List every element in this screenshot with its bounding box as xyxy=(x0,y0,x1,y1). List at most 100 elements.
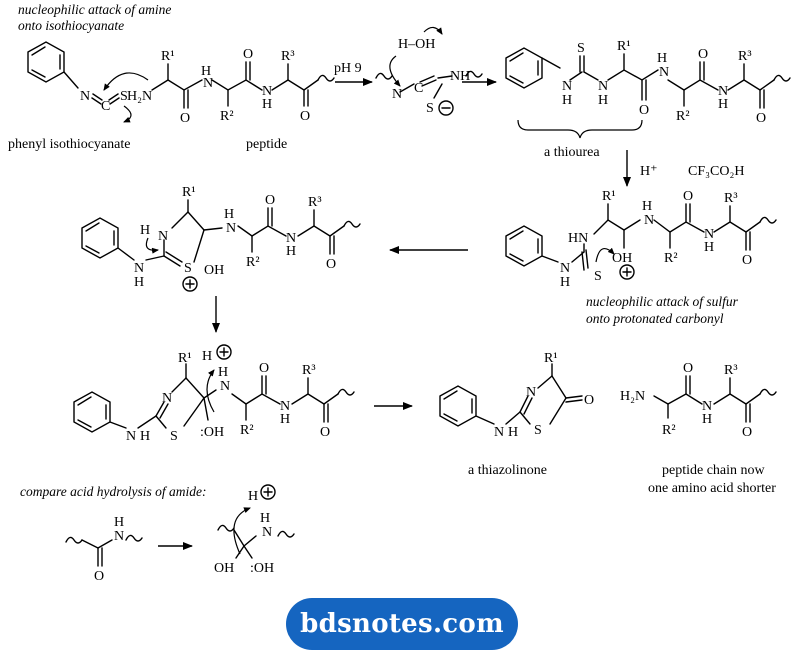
atom-s-isothiocyanate: S xyxy=(120,89,128,104)
caption-thiazolinone: a thiazolinone xyxy=(468,463,547,478)
label-r2-protonated: R² xyxy=(664,251,678,266)
phenyl-ring-4 xyxy=(81,217,135,261)
atom-s-intermediate: S xyxy=(426,101,434,116)
atom-oh-thiazoline: :OH xyxy=(200,425,224,440)
atom-ho-tetra: OH xyxy=(214,561,234,576)
atom-nh-thiourea-3a: H xyxy=(657,51,667,66)
cyclized-backbone xyxy=(145,199,361,267)
label-r2-peptide: R² xyxy=(220,109,234,124)
atom-s-thiazoline: S xyxy=(170,429,178,444)
phenyl-ring-5 xyxy=(73,391,127,433)
atom-h-thiazoline-2: H xyxy=(280,412,290,427)
caption-attack-sulfur-1: nucleophilic attack of sulfur xyxy=(586,294,739,309)
atom-nh-cyclized-a: H xyxy=(224,207,234,222)
caption-attack-amine-2: onto isothiocyanate xyxy=(18,18,124,33)
label-acid-reagents: CF₃CO₂H xyxy=(688,164,744,179)
caption-thiourea: a thiourea xyxy=(544,145,600,160)
caption-shorter-1: peptide chain now xyxy=(662,463,766,478)
label-r1-thiazolinone: R¹ xyxy=(544,351,558,366)
atom-n-thiazoline-exo: N xyxy=(126,429,136,444)
label-r1-protonated: R¹ xyxy=(602,189,616,204)
intermediate-zwitterion xyxy=(375,70,483,99)
label-h-plus-row3: H xyxy=(202,349,212,364)
atom-h-thiazoline-exo: H xyxy=(140,429,150,444)
label-r1-thiazoline: R¹ xyxy=(178,351,192,366)
peptide-shortened xyxy=(653,375,777,423)
bdsnotes-banner[interactable]: bdsnotes.com xyxy=(286,598,518,650)
amide-compare xyxy=(65,534,143,567)
protonated-backbone xyxy=(571,203,777,271)
atom-oh-cyclized: OH xyxy=(204,263,224,278)
caption-attack-sulfur-2: onto protonated carbonyl xyxy=(586,311,724,326)
label-r3-peptide: R³ xyxy=(281,49,295,64)
atom-n-cyclized-ring: N xyxy=(158,229,168,244)
phenyl-ring-6 xyxy=(439,385,495,427)
caption-phenyl-isothiocyanate: phenyl isothiocyanate xyxy=(8,137,130,152)
peptide-backbone-1 xyxy=(151,61,335,109)
label-r2-thiourea: R² xyxy=(676,109,690,124)
atom-h-cyclized-2: H xyxy=(286,244,296,259)
atom-n-tetra: N xyxy=(262,525,272,540)
atom-h-cyclized-exo: H xyxy=(134,275,144,290)
atom-o-thiourea-3: O xyxy=(756,111,766,126)
atom-n-thiazoline-2: N xyxy=(280,399,290,414)
atom-n-amide: N xyxy=(114,529,124,544)
thiourea-backbone xyxy=(569,53,791,109)
atom-o-cyclized-1: O xyxy=(265,193,275,208)
atom-oh-protonated: OH xyxy=(612,251,632,266)
atom-nh-peptide-1a: H xyxy=(201,64,211,79)
atom-n-thiazolinone-exo: N xyxy=(494,425,504,440)
atom-o-protonated-2: O xyxy=(742,253,752,268)
atom-n-cyclized-exo: N xyxy=(134,261,144,276)
label-r3-thiazoline: R³ xyxy=(302,363,316,378)
atom-o-peptide-2: O xyxy=(243,47,253,62)
atom-h-cyclized: H xyxy=(140,223,150,238)
atom-s-protonated: S xyxy=(594,269,602,284)
atom-nh-thiourea-3b: N xyxy=(659,65,669,80)
label-r3-cyclized: R³ xyxy=(308,195,322,210)
label-r2-cyclized: R² xyxy=(246,255,260,270)
atom-h2n-peptide: H₂N xyxy=(127,89,152,104)
atom-o-peptide-3: O xyxy=(300,109,310,124)
atom-nh-protonated-a: H xyxy=(642,199,652,214)
atom-n-protonated-2: N xyxy=(704,227,714,242)
atom-nh-cyclized-b: N xyxy=(226,221,236,236)
thiazolinone-ring xyxy=(505,363,583,425)
atom-h-thiourea-4: H xyxy=(718,97,728,112)
atom-n-protonated: N xyxy=(560,261,570,276)
caption-peptide: peptide xyxy=(246,137,287,152)
label-h-plus-compare: H xyxy=(248,489,258,504)
atom-h-thiourea-2: H xyxy=(598,93,608,108)
atom-c-isothiocyanate: C xyxy=(101,99,110,114)
label-r1-cyclized: R¹ xyxy=(182,185,196,200)
phenyl-ring-3 xyxy=(505,225,559,267)
caption-shorter-2: one amino acid shorter xyxy=(648,481,776,496)
atom-n-thiourea-1: N xyxy=(562,79,572,94)
atom-o-thiazolinone: O xyxy=(584,393,594,408)
label-h-oh: H–OH xyxy=(398,37,435,52)
caption-attack-amine-1: nucleophilic attack of amine xyxy=(18,2,171,17)
atom-o-cyclized-2: O xyxy=(326,257,336,272)
atom-h-thiourea-1: H xyxy=(562,93,572,108)
label-r1-thiourea: R¹ xyxy=(617,39,631,54)
atom-h-thiazoline-n: H xyxy=(218,365,228,380)
label-h-plus-acid: H⁺ xyxy=(640,164,658,179)
atom-n-shortened: N xyxy=(702,399,712,414)
label-r1-peptide: R¹ xyxy=(161,49,175,64)
atom-n-thiazoline-n: N xyxy=(220,379,230,394)
atom-o-protonated-1: O xyxy=(683,189,693,204)
atom-h-protonated: H xyxy=(560,275,570,290)
atom-h2n-shortened: H₂N xyxy=(620,389,645,404)
atom-n-thiazoline: N xyxy=(162,391,172,406)
atom-c-intermediate: C xyxy=(414,81,423,96)
atom-o-peptide-1: O xyxy=(180,111,190,126)
label-ph9: pH 9 xyxy=(334,61,362,76)
atom-oh-tetra: :OH xyxy=(250,561,274,576)
thiazoline-backbone xyxy=(137,363,355,429)
atom-nh-protonated-b: N xyxy=(644,213,654,228)
atom-h-peptide-2: H xyxy=(262,97,272,112)
atom-h-shortened: H xyxy=(702,412,712,427)
phenyl-ring-2 xyxy=(505,47,561,89)
tetrahedral-compare xyxy=(217,524,295,559)
